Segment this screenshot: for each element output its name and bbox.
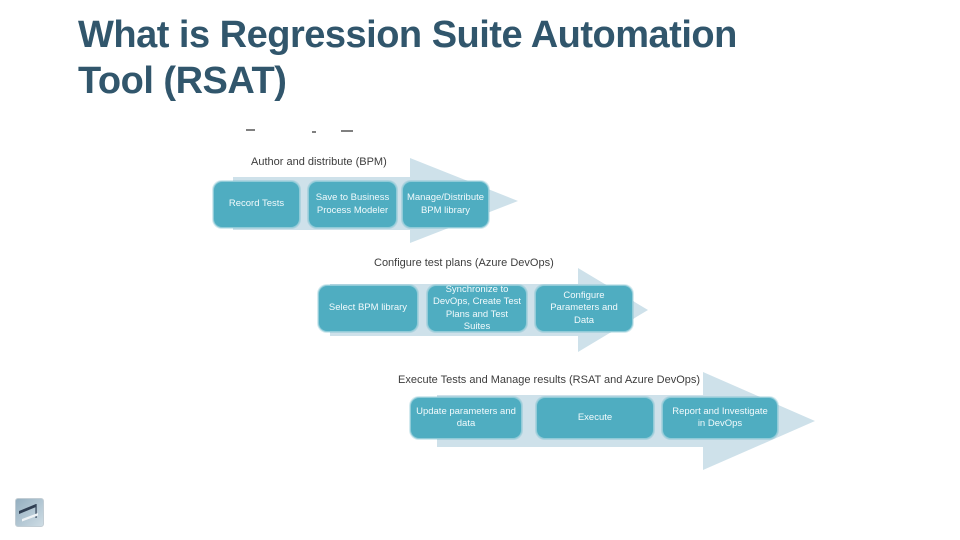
flow-1-step-3: Manage/Distribute BPM library <box>402 181 489 228</box>
flow-3-step-2: Execute <box>536 397 654 439</box>
flow-2-step-3: Configure Parameters and Data <box>535 285 633 332</box>
flow-2-label: Configure test plans (Azure DevOps) <box>374 257 554 269</box>
flow-3-label: Execute Tests and Manage results (RSAT a… <box>398 374 701 386</box>
clipped-text-fragment <box>246 129 255 131</box>
flow-2-step-2: Synchronize to DevOps, Create Test Plans… <box>427 284 527 332</box>
flow-3-step-1: Update parameters and data <box>410 397 522 439</box>
clipped-text-fragment <box>312 131 316 133</box>
flow-2-step-1: Select BPM library <box>318 285 418 332</box>
presentation-logo-icon <box>15 498 44 527</box>
clipped-text-fragment <box>341 130 353 132</box>
flow-1-step-2: Save to Business Process Modeler <box>308 181 397 228</box>
flow-1-step-1: Record Tests <box>213 181 300 228</box>
flow-1-label: Author and distribute (BPM) <box>251 156 387 168</box>
page-title-line-2: Tool (RSAT) <box>78 60 287 102</box>
flow-3-step-3: Report and Investigate in DevOps <box>662 397 778 439</box>
page-title-line-1: What is Regression Suite Automation <box>78 14 737 56</box>
